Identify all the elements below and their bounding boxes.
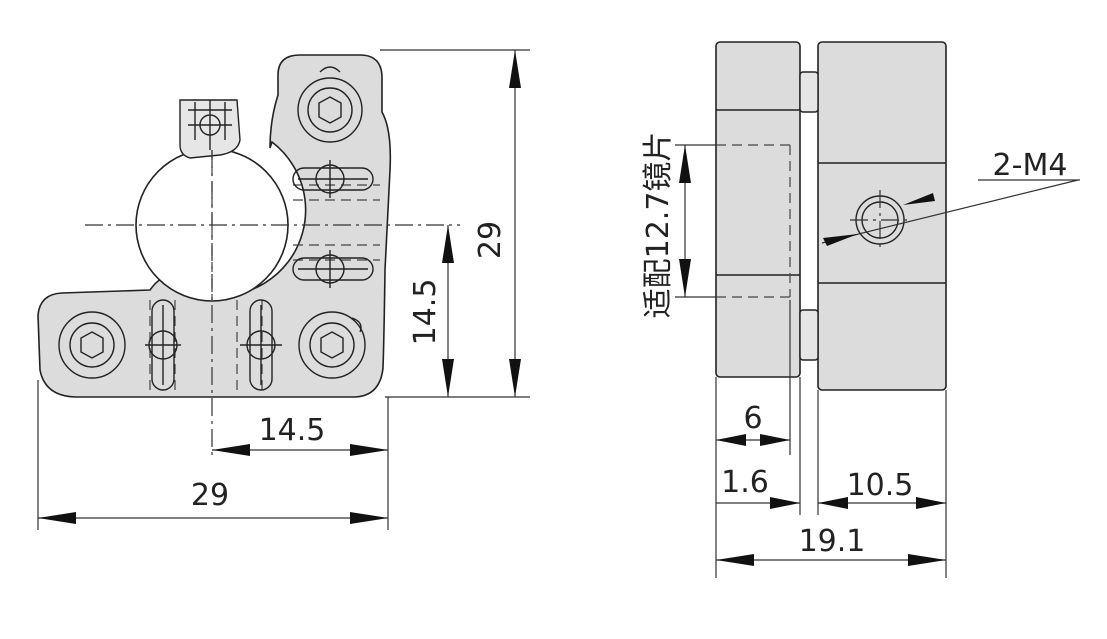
dim-front-height: 29: [473, 50, 521, 397]
slot-screw-left: [145, 299, 181, 391]
clamp-tab-screw: [188, 100, 232, 150]
m4-tapped-hole: [850, 190, 910, 250]
cap-screw-left: [58, 311, 126, 379]
side-view: 2-M4 适配12.7镜片 6: [641, 41, 1080, 578]
dim-side-thickness: 6: [716, 401, 790, 446]
dim-front-width: 29: [38, 478, 388, 524]
dim-front-center-height: 14.5: [408, 225, 454, 397]
mount-body: [37, 54, 392, 398]
slot-screw-upper: [292, 160, 374, 198]
dim-text-lens-fit: 适配12.7镜片: [641, 132, 676, 319]
dim-text-side-total: 19.1: [799, 524, 866, 559]
slot-screw-right: [240, 299, 282, 391]
dim-text-thread: 2-M4: [993, 148, 1068, 183]
dim-text-front-center-height: 14.5: [408, 279, 443, 346]
cap-screw-top: [297, 66, 363, 143]
dim-side-gap: 1.6 10.5: [716, 465, 946, 509]
side-body-block: [817, 41, 947, 391]
side-screw-head-bottom: [799, 309, 819, 361]
cap-screw-right: [298, 311, 366, 379]
side-extension-lines: [715, 300, 947, 578]
dim-text-front-half-width: 14.5: [259, 413, 326, 448]
dim-side-total: 19.1: [716, 524, 946, 566]
dim-text-front-width: 29: [191, 478, 229, 513]
side-hidden-lines: [716, 144, 791, 298]
side-screw-head-top: [799, 71, 819, 113]
slot-screw-lower: [292, 250, 374, 288]
side-clamp-block: [715, 41, 801, 378]
dim-text-side-thickness: 6: [743, 401, 762, 436]
front-view: 29 14.5 14.5 29: [37, 49, 530, 530]
dim-thread-leader: 2-M4: [821, 148, 1080, 246]
dim-text-front-height: 29: [473, 221, 508, 259]
front-extension-lines: [37, 49, 530, 530]
dim-text-side-gap: 1.6: [721, 465, 769, 500]
dim-lens-fit: 适配12.7镜片: [641, 132, 716, 319]
dim-text-side-right-block: 10.5: [847, 468, 914, 503]
dim-front-half-width: 14.5: [212, 413, 388, 456]
